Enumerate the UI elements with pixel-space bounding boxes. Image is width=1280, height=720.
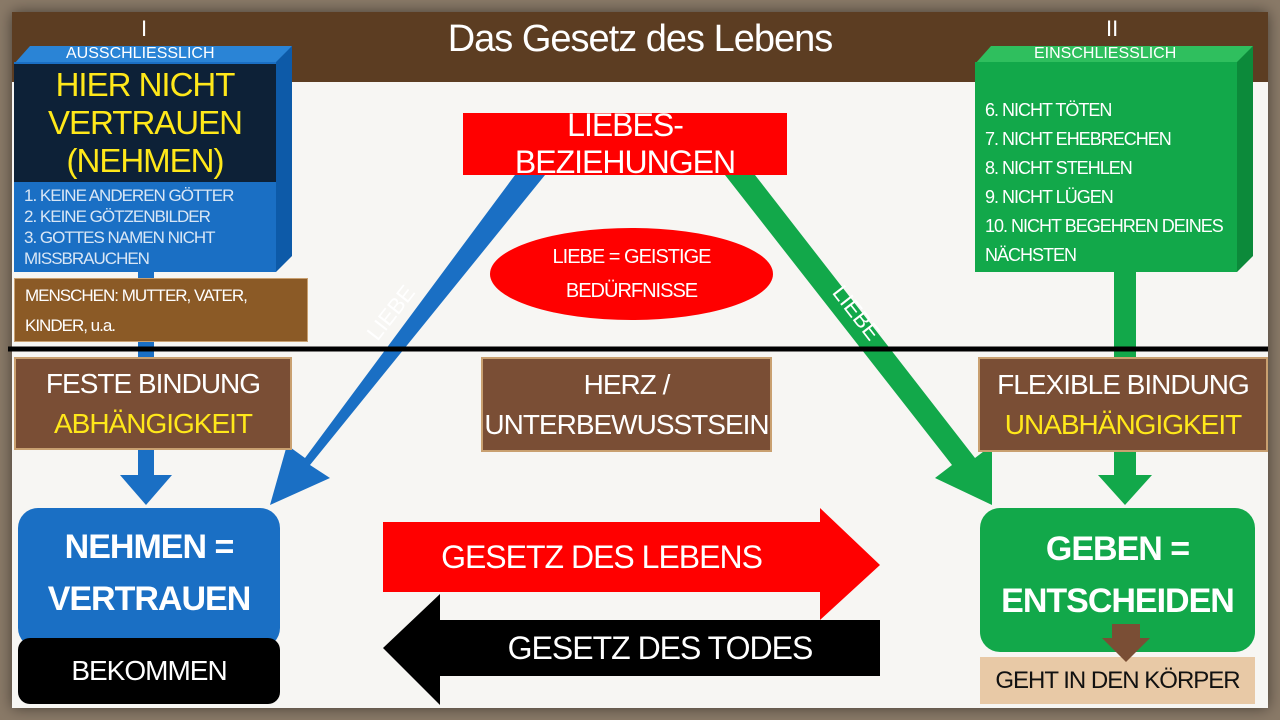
dark-overlay bbox=[14, 64, 276, 182]
commandment-1: 1. KEINE ANDEREN GÖTTER bbox=[24, 186, 234, 205]
trust-line: VERTRAUEN bbox=[47, 580, 252, 618]
commandments-1-3: 1. KEINE ANDEREN GÖTTER 2. KEINE GÖTZENB… bbox=[24, 185, 274, 269]
right-vertical-arrow-head bbox=[1098, 475, 1152, 505]
green-box-top bbox=[975, 46, 1253, 64]
numeral-one: I bbox=[141, 16, 148, 41]
overlay-line: VERTRAUEN bbox=[48, 104, 243, 141]
take-trust-box: NEHMEN = VERTRAUEN bbox=[18, 508, 280, 648]
receive-box: BEKOMMEN bbox=[18, 638, 280, 704]
people-box: MENSCHEN: MUTTER, VATER, KINDER, u.a. bbox=[14, 278, 308, 342]
commandment-3: 3. GOTTES NAMEN NICHT bbox=[24, 228, 216, 247]
overlay-line: (NEHMEN) bbox=[66, 142, 225, 179]
give-decide-box: GEBEN = ENTSCHEIDEN bbox=[980, 508, 1255, 652]
give-line: GEBEN = bbox=[1045, 530, 1190, 568]
decide-line: ENTSCHEIDEN bbox=[1001, 582, 1235, 620]
flexible-binding-label: FLEXIBLE BINDUNG bbox=[997, 368, 1250, 400]
left-vertical-arrow-head bbox=[120, 475, 172, 505]
fixed-binding-label: FESTE BINDUNG bbox=[45, 367, 261, 399]
law-of-life-arrow bbox=[383, 508, 880, 620]
exclusive-label: AUSSCHLIESSLICH bbox=[66, 45, 215, 62]
take-line: NEHMEN = bbox=[64, 528, 235, 566]
blue-box-top bbox=[14, 46, 292, 64]
commandment-10: 10. NICHT BEGEHREN DEINES NÄCHSTEN bbox=[985, 216, 1224, 265]
commandment-2: 2. KEINE GÖTZENBILDER bbox=[24, 207, 211, 226]
heart-box: HERZ / UNTERBEWUSSTSEIN bbox=[481, 357, 772, 452]
numeral-two: II bbox=[1106, 16, 1119, 41]
commandment-9: 9. NICHT LÜGEN bbox=[985, 187, 1114, 207]
left-love-arrow bbox=[270, 175, 545, 505]
overlay-line: HIER NICHT bbox=[55, 66, 236, 103]
law-of-life-label: GESETZ DES LEBENS bbox=[441, 538, 763, 575]
slide-title: Das Gesetz des Lebens bbox=[447, 18, 834, 60]
right-love-arrow bbox=[725, 175, 992, 505]
law-of-death-arrow bbox=[383, 594, 880, 705]
dependence-label: ABHÄNGIGKEIT bbox=[53, 407, 253, 439]
fixed-binding-box: FESTE BINDUNG ABHÄNGIGKEIT bbox=[14, 357, 292, 450]
body-box: GEHT IN DEN KÖRPER bbox=[980, 657, 1255, 704]
body-arrow-icon bbox=[1102, 624, 1150, 662]
commandment-6: 6. NICHT TÖTEN bbox=[985, 100, 1112, 120]
not-trust-overlay: HIER NICHT VERTRAUEN (NEHMEN) bbox=[30, 64, 260, 182]
green-box-side bbox=[1237, 46, 1253, 272]
inclusive-label: EINSCHLIESSLICH bbox=[1034, 45, 1177, 62]
commandment-8: 8. NICHT STEHLEN bbox=[985, 158, 1133, 178]
blue-box-side bbox=[276, 46, 292, 272]
independence-label: UNABHÄNGIGKEIT bbox=[1004, 408, 1242, 440]
commandment-7: 7. NICHT EHEBRECHEN bbox=[985, 129, 1172, 149]
love-relationships-box: LIEBES-BEZIEHUNGEN bbox=[463, 107, 787, 180]
flexible-binding-box: FLEXIBLE BINDUNG UNABHÄNGIGKEIT bbox=[978, 357, 1268, 452]
commandment-3b: MISSBRAUCHEN bbox=[24, 249, 150, 268]
spiritual-needs-ellipse: LIEBE = GEISTIGE BEDÜRFNISSE bbox=[490, 228, 773, 320]
commandments-6-10: 6. NICHT TÖTEN 7. NICHT EHEBRECHEN 8. NI… bbox=[985, 96, 1230, 270]
law-of-death-label: GESETZ DES TODES bbox=[507, 629, 814, 666]
green-commandment-box bbox=[975, 62, 1237, 272]
